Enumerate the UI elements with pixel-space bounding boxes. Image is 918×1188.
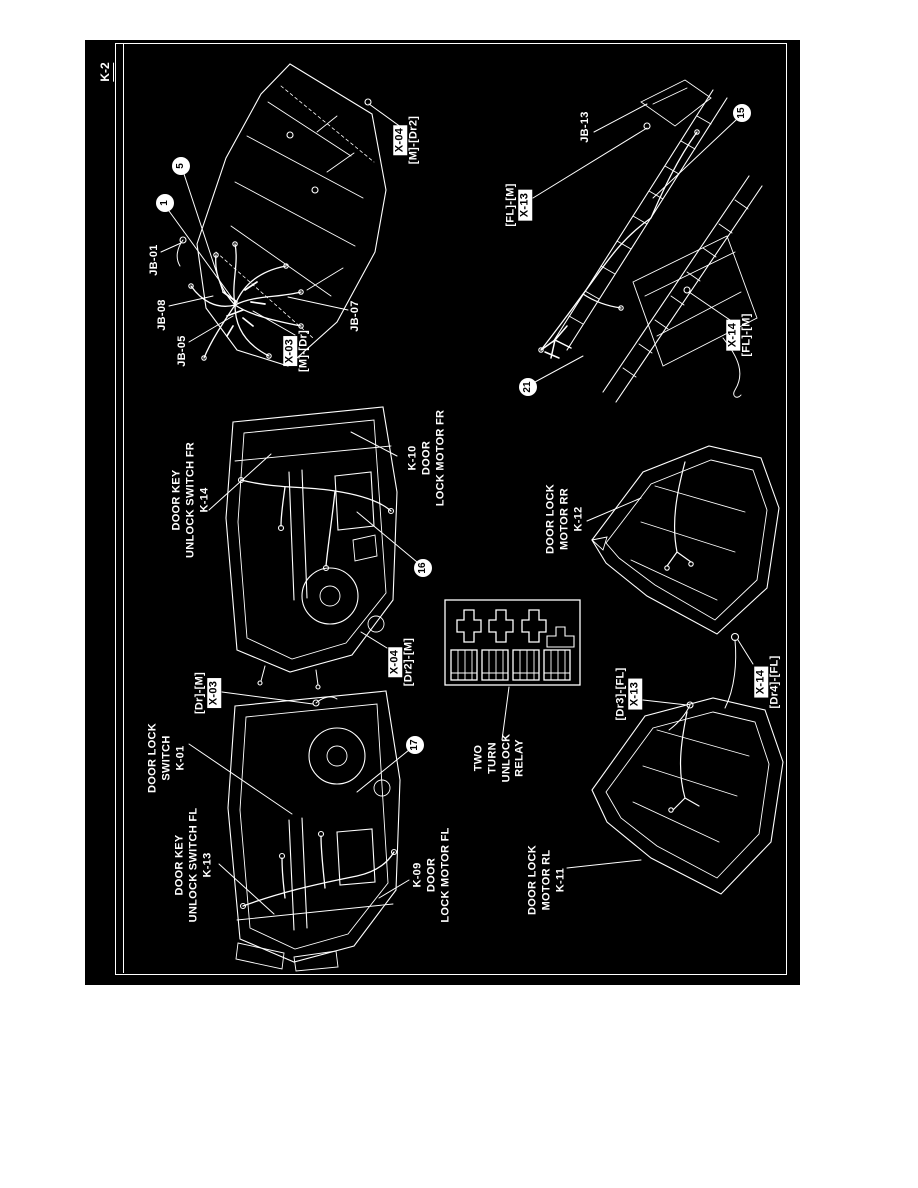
label-x03-front: X-03 [M]-[Dr] [283,329,309,373]
connector-code-box: X-04 [393,124,407,156]
label-x03-fl-door: [Dr]-[M] X-03 [193,671,221,715]
label-jb01: JB-01 [148,244,161,276]
relay-box-drawing [444,599,581,686]
label-door-key-unlock-switch-fr: DOOR KEY UNLOCK SWITCH FR K-14 [170,441,210,559]
diagram-plate: K-2 [85,40,800,985]
connector-code-box: X-14 [726,319,740,351]
callout-15: 15 [733,104,751,122]
connector-code-box: X-14 [754,666,768,698]
label-x13-rl-door: [Dr3]-[FL] X-13 [614,667,642,721]
diagram-artwork [160,63,784,972]
connector-code-box: X-13 [518,189,532,221]
diagram-frame-border [115,43,787,975]
connector-code-box: X-03 [207,677,221,709]
label-door-lock-motor-fl: K-09 DOOR LOCK MOTOR FL [411,827,451,923]
label-door-lock-motor-fr: K-10 DOOR LOCK MOTOR FR [406,409,446,507]
connector-code-box: X-03 [283,335,297,367]
callout-16: 16 [414,559,432,577]
label-x04-front: X-04 [M]-[Dr2] [393,115,419,165]
label-door-key-unlock-switch-fl: DOOR KEY UNLOCK SWITCH FL K-13 [173,807,213,923]
front-door-fl-drawing [227,690,401,972]
callout-17: 17 [406,736,424,754]
label-two-turn-unlock-relay: TWO TURN UNLOCK RELAY [472,733,526,783]
callout-5: 5 [172,157,190,175]
label-jb05: JB-05 [176,335,189,367]
label-jb13: JB-13 [579,111,592,143]
label-x14-rear: X-14 [FL]-[M] [726,313,752,357]
label-door-lock-motor-rr: DOOR LOCK MOTOR RR K-12 [544,484,584,554]
front-body-harness-drawing [176,63,387,367]
label-x13-rear: [FL]-[M] X-13 [504,183,532,227]
leader-lines [160,103,754,915]
connector-code-box: X-04 [388,646,402,678]
label-jb08: JB-08 [156,299,169,331]
label-jb07: JB-07 [349,300,362,332]
label-x14-rl-door: X-14 [Dr4]-[FL] [754,655,780,709]
front-door-fr-drawing [225,406,398,690]
rear-door-rl-drawing [591,632,784,895]
rear-body-harness-drawing [538,79,763,403]
label-door-lock-switch: DOOR LOCK SWITCH K-01 [146,723,186,793]
label-door-lock-motor-rl: DOOR LOCK MOTOR RL K-11 [526,845,566,915]
rear-door-rr-drawing [591,445,780,635]
callout-21: 21 [519,378,537,396]
diagram-frame-inner-line [123,43,124,973]
label-x04-fr-door: X-04 [Dr2]-[M] [388,637,414,687]
connector-code-box: X-13 [628,678,642,710]
callout-1: 1 [156,194,174,212]
